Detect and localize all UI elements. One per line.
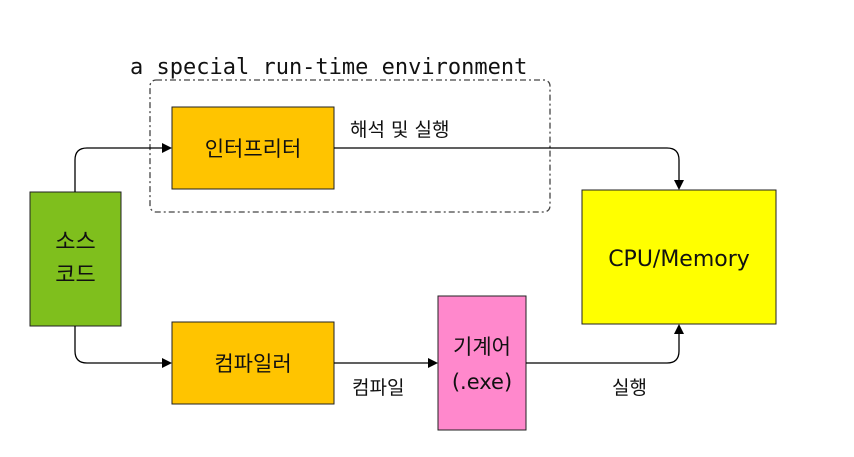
edge-interpreter-to-cpu xyxy=(334,147,684,190)
compiler-label: 컴파일러 xyxy=(214,352,291,376)
edge-source-to-compiler xyxy=(74,326,172,368)
edge-machine-to-cpu xyxy=(526,324,684,364)
machine-code-label-line1: 기계어 xyxy=(453,335,511,359)
machine-code-box xyxy=(437,295,527,431)
edge-label-interpret-execute: 해석 및 실행 xyxy=(350,119,449,141)
edge-label-execute: 실행 xyxy=(612,377,647,399)
compiler-box xyxy=(171,321,335,405)
cpu-memory-label: CPU/Memory xyxy=(608,247,750,272)
source-code-box xyxy=(29,191,122,327)
interpreter-label: 인터프리터 xyxy=(205,137,302,161)
source-code-label-line2: 코드 xyxy=(55,263,95,288)
runtime-environment-box xyxy=(149,79,551,213)
machine-code-label-line2: (.exe) xyxy=(452,370,512,394)
source-code-label-line1: 소스 xyxy=(55,230,95,255)
edge-label-compile: 컴파일 xyxy=(352,377,404,399)
interpreter-box xyxy=(171,106,335,190)
cpu-memory-box xyxy=(581,189,777,325)
edge-source-to-interpreter xyxy=(74,143,172,192)
runtime-environment-label: a special run-time environment xyxy=(130,55,527,80)
